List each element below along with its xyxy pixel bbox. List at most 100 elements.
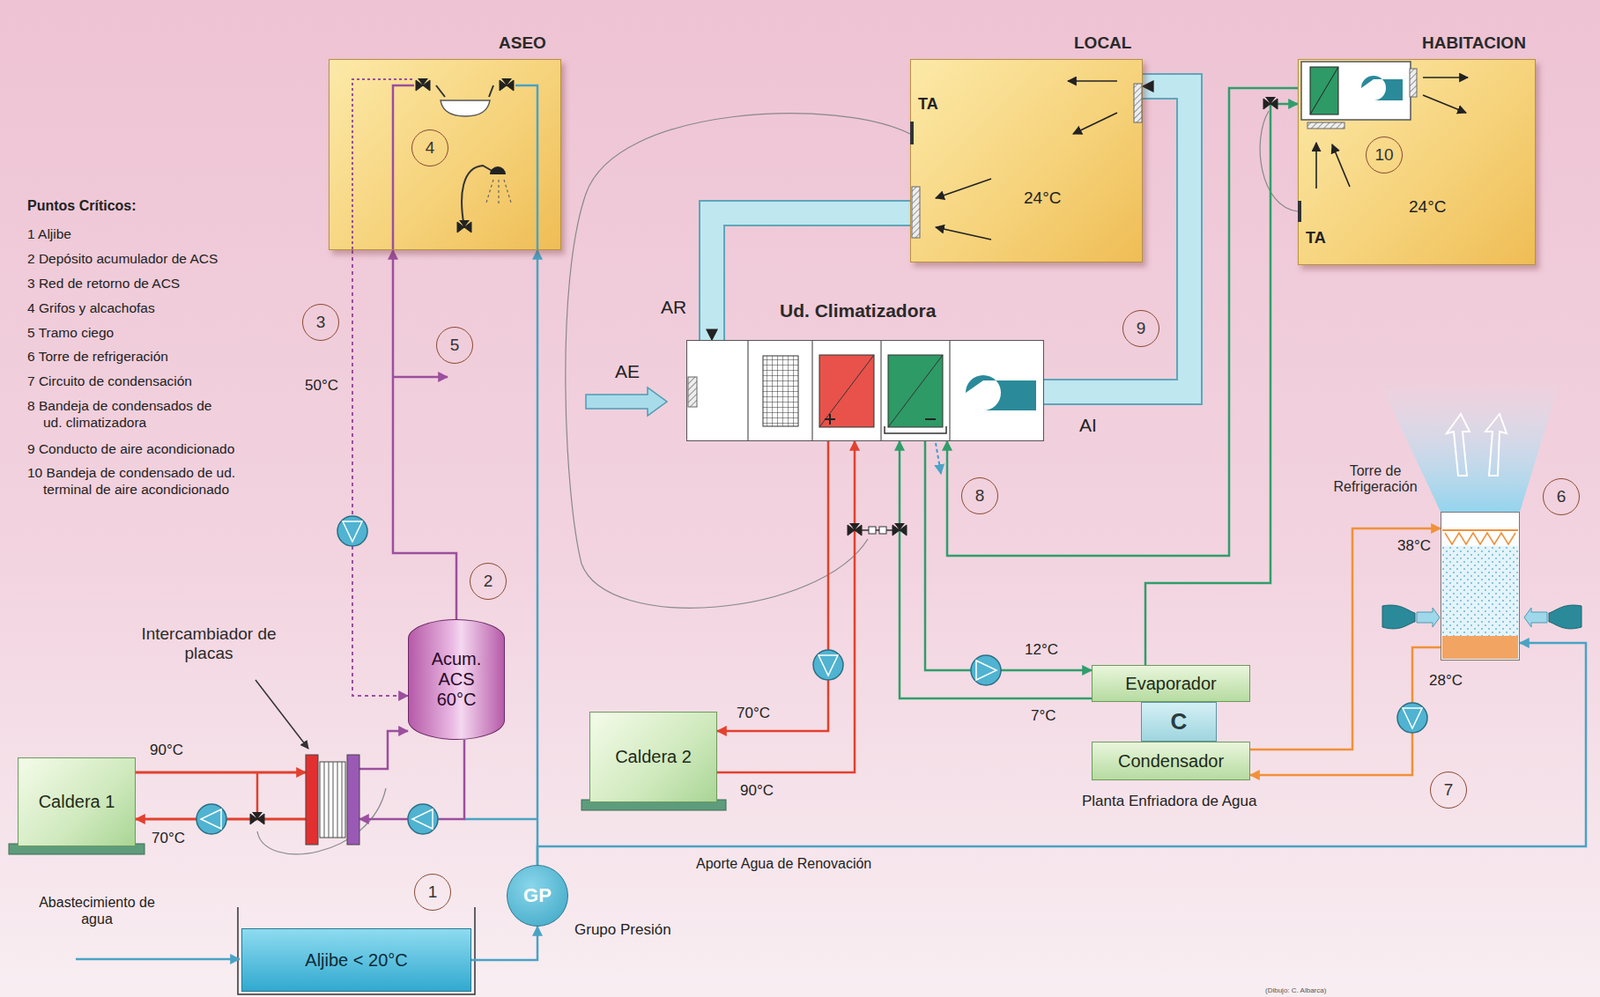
pipe-path [359, 740, 465, 820]
pump-symbol [407, 804, 438, 835]
temperature: 70°C [736, 704, 771, 723]
storage-tank: Acum. ACS 60°C [407, 619, 505, 741]
list-item: 2 Depósito acumulador de ACS [27, 251, 308, 268]
node-heading: TA [1305, 229, 1326, 248]
callout-number: 2 [469, 562, 507, 600]
pipe-line [717, 441, 829, 732]
node-heading: HABITACION [1422, 33, 1526, 53]
pipe-path [537, 643, 1586, 866]
node-label: Caldera 2 [614, 747, 692, 768]
callout-number: 8 [961, 477, 999, 515]
node-heading: 24°C [1023, 188, 1061, 208]
temperature: 28°C [1429, 672, 1463, 690]
node-label: Aljibe < 20°C [304, 950, 408, 971]
valve-symbol [849, 523, 860, 531]
node-heading: LOCAL [1074, 33, 1132, 53]
evaporator-box: Evaporador [1091, 665, 1251, 703]
node-label: GP [523, 884, 552, 907]
pipe-line [899, 441, 1092, 699]
temperature: 50°C [304, 377, 339, 395]
air-label: AR [660, 296, 687, 319]
duct-outline [711, 213, 911, 341]
valve-symbol [459, 220, 470, 228]
pipe-path [717, 441, 829, 732]
pipe-path [352, 250, 408, 697]
temperature: 70°C [151, 829, 186, 848]
pump-symbol [196, 804, 227, 835]
pump-symbol [813, 650, 844, 681]
node-label: Condensador [1118, 751, 1224, 772]
supply-label: Abastecimiento de agua [35, 894, 159, 928]
node-heading: Intercambiador de placas [138, 624, 280, 664]
pipe-path [536, 250, 540, 866]
pipe-line [392, 250, 457, 620]
node-heading: 24°C [1408, 197, 1446, 217]
boiler-box: Caldera 2 [589, 711, 718, 803]
valve-symbol [417, 78, 429, 86]
air-label: AI [1079, 414, 1097, 437]
node-label: C [1170, 709, 1188, 736]
pump-symbol [1397, 703, 1428, 734]
pipe-line [537, 250, 539, 866]
duct-arrow [711, 213, 911, 341]
valve-symbol [251, 812, 263, 820]
node-label: Caldera 1 [38, 792, 116, 813]
list-item: 6 Torre de refrigeración [27, 348, 308, 366]
callout-number: 7 [1429, 771, 1467, 809]
equipment-label: Planta Enfriadora de Agua [1081, 792, 1257, 811]
pipe-line [359, 740, 465, 820]
pipe-path [135, 771, 306, 775]
temperature: 12°C [1024, 641, 1059, 660]
callout-number: 6 [1542, 478, 1580, 516]
pipe-line [135, 772, 306, 774]
water-tank: Aljibe < 20°C [241, 928, 472, 993]
pipe-line [352, 250, 408, 697]
room-box: LOCALTA24°C [910, 59, 1143, 263]
node-heading: Torre de Refrigeración [1318, 463, 1433, 497]
node-label: Acum. ACS 60°C [428, 649, 485, 711]
node-heading: ASEO [498, 33, 547, 53]
callout-number: 1 [414, 874, 452, 912]
pump-mark [976, 660, 997, 681]
callout-number: 5 [436, 326, 474, 364]
pipe-path [899, 441, 1092, 699]
pipe-path [1250, 647, 1441, 776]
pipe-line [1250, 647, 1441, 776]
boiler-box: Caldera 1 [17, 757, 136, 847]
pipe-line [537, 643, 1586, 866]
condenser-box: Condensador [1091, 741, 1251, 781]
pump-mark [1402, 708, 1423, 729]
node-heading: TA [918, 95, 939, 114]
callout-number: 9 [1122, 310, 1160, 348]
list-item: 5 Tramo ciego [27, 325, 308, 342]
temperature: 90°C [740, 782, 774, 800]
node-heading: Ud. Climatizadora [779, 300, 936, 322]
temperature: 90°C [149, 741, 184, 760]
air-duct [711, 213, 911, 341]
pipe-path [359, 731, 408, 770]
list-item: 9 Conducto de aire acondicionado [27, 441, 308, 459]
list-heading: Puntos Críticos: [27, 197, 137, 215]
valve-symbol [894, 523, 905, 531]
pump-mark [412, 809, 433, 830]
list-item: 1 Aljibe [27, 226, 308, 244]
pump-mark [818, 655, 838, 676]
temperature: 38°C [1397, 537, 1431, 556]
list-item: 3 Red de retorno de ACS [27, 275, 308, 293]
pump-symbol [970, 655, 1001, 686]
list-item: 10 Bandeja de condensado de ud. terminal… [27, 465, 283, 498]
pipe-path [717, 441, 855, 773]
valve-symbol [501, 78, 512, 86]
callout-number: 10 [1365, 136, 1403, 174]
pump-mark [342, 521, 363, 542]
credit-note: (Dibujo: C. Albarca) [1265, 986, 1326, 996]
pipe-line [471, 926, 538, 961]
room-box: ASEO [328, 59, 562, 251]
pipe-line [717, 441, 855, 773]
pump-symbol [337, 516, 368, 547]
list-item: 4 Grifos y alcachofas [27, 300, 308, 318]
pipe-path [392, 250, 457, 620]
list-item: 7 Circuito de condensación [27, 373, 308, 391]
pipe-line [1250, 528, 1441, 750]
